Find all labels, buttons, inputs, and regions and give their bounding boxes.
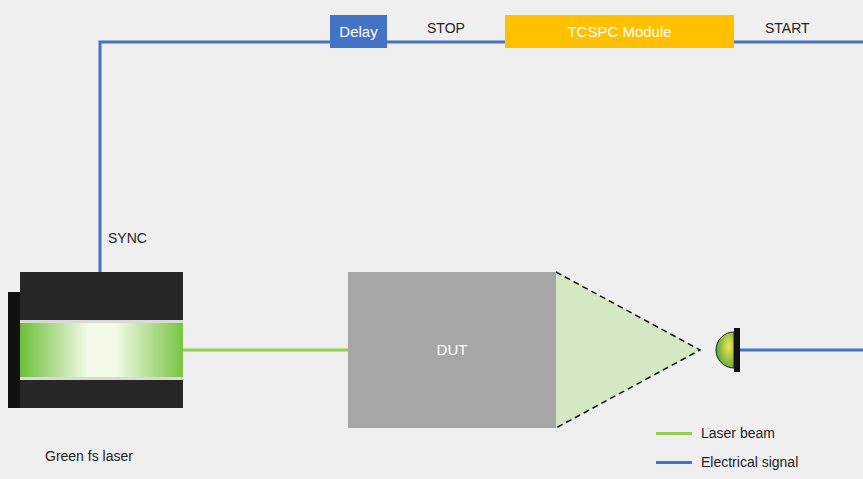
legend-swatch xyxy=(656,432,692,435)
signal-name: STOP xyxy=(427,20,465,37)
box-label: DUT xyxy=(437,341,468,359)
tcspc-module-box: TCSPC Module xyxy=(505,15,734,48)
detector-base xyxy=(734,328,740,372)
laser-housing xyxy=(20,272,183,408)
signal-name: SYNC xyxy=(108,230,147,247)
legend-label: Laser beam xyxy=(701,425,775,441)
laser-gain-band xyxy=(20,323,183,377)
laser-source: Green fs laser xyxy=(20,272,183,408)
legend-entry: Electrical signal xyxy=(656,454,798,470)
dut-box: DUT xyxy=(348,272,556,428)
legend-entry: Laser beam xyxy=(656,425,775,441)
laser-band-rim xyxy=(20,320,183,380)
detector-wire xyxy=(740,349,863,352)
laser-endplate xyxy=(8,292,20,408)
signal-name: START xyxy=(765,20,810,37)
start-wire xyxy=(734,41,863,44)
laser-label: Green fs laser xyxy=(45,448,133,465)
laser-body xyxy=(20,272,183,408)
emission-cone xyxy=(556,272,700,428)
box-label: Delay xyxy=(339,23,377,41)
stop-wire xyxy=(387,41,505,44)
box-label: TCSPC Module xyxy=(567,23,671,41)
detector-symbol xyxy=(716,332,734,368)
delay-box: Delay xyxy=(330,15,387,48)
laser-beam xyxy=(183,349,348,352)
legend-label: Electrical signal xyxy=(701,454,798,470)
cone-outline xyxy=(556,272,700,428)
sync-wire xyxy=(100,42,330,272)
legend-swatch xyxy=(656,461,692,464)
